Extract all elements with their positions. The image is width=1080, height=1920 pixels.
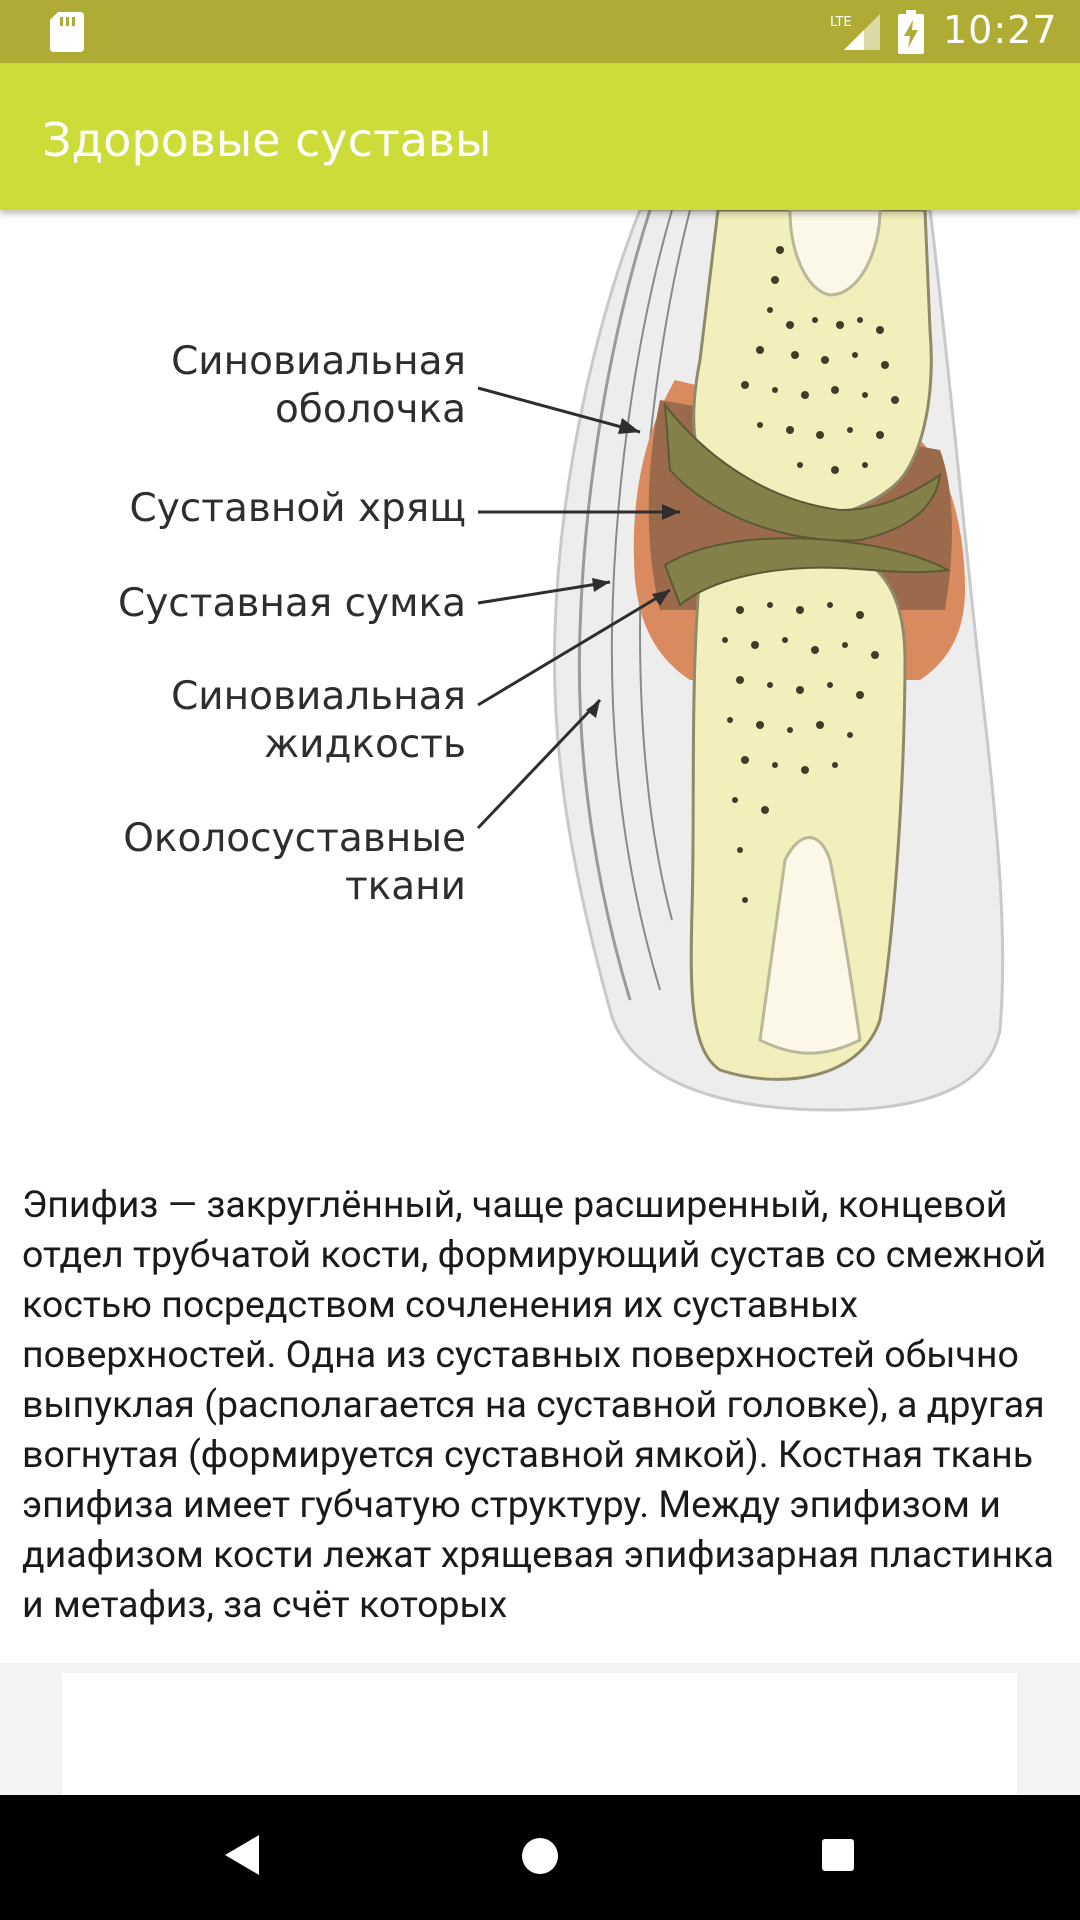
sd-card-icon [50, 12, 84, 52]
status-bar: LTE 10:27 [0, 0, 1080, 63]
app-bar: Здоровые суставы [0, 63, 1080, 210]
battery-charging-icon [898, 10, 924, 54]
clock: 10:27 [943, 8, 1058, 52]
home-icon[interactable] [522, 1838, 558, 1874]
label-joint-capsule: Суставная сумка [117, 581, 466, 626]
page-title: Здоровые суставы [42, 113, 492, 167]
ad-banner-area [0, 1663, 1080, 1795]
label-articular-cartilage: Суставной хрящ [129, 486, 467, 531]
recents-icon[interactable] [822, 1839, 854, 1871]
label-synovial-membrane: Синовиальная оболочка [171, 339, 466, 432]
navigation-bar [0, 1795, 1080, 1920]
lte-signal-icon: LTE [830, 14, 880, 50]
label-synovial-fluid: Синовиальная жидкость [171, 674, 466, 767]
joint-illustration [476, 210, 1005, 1112]
ad-banner[interactable] [62, 1673, 1017, 1795]
article-text: Эпифиз — закруглённый, чаще расширенный,… [22, 1183, 1054, 1627]
svg-text:LTE: LTE [830, 15, 852, 30]
back-icon[interactable] [225, 1835, 259, 1875]
joint-diagram: Синовиальная оболочка Суставной хрящ Сус… [0, 210, 1080, 1150]
label-periarticular-tissues: Околосуставные ткани [123, 816, 466, 909]
